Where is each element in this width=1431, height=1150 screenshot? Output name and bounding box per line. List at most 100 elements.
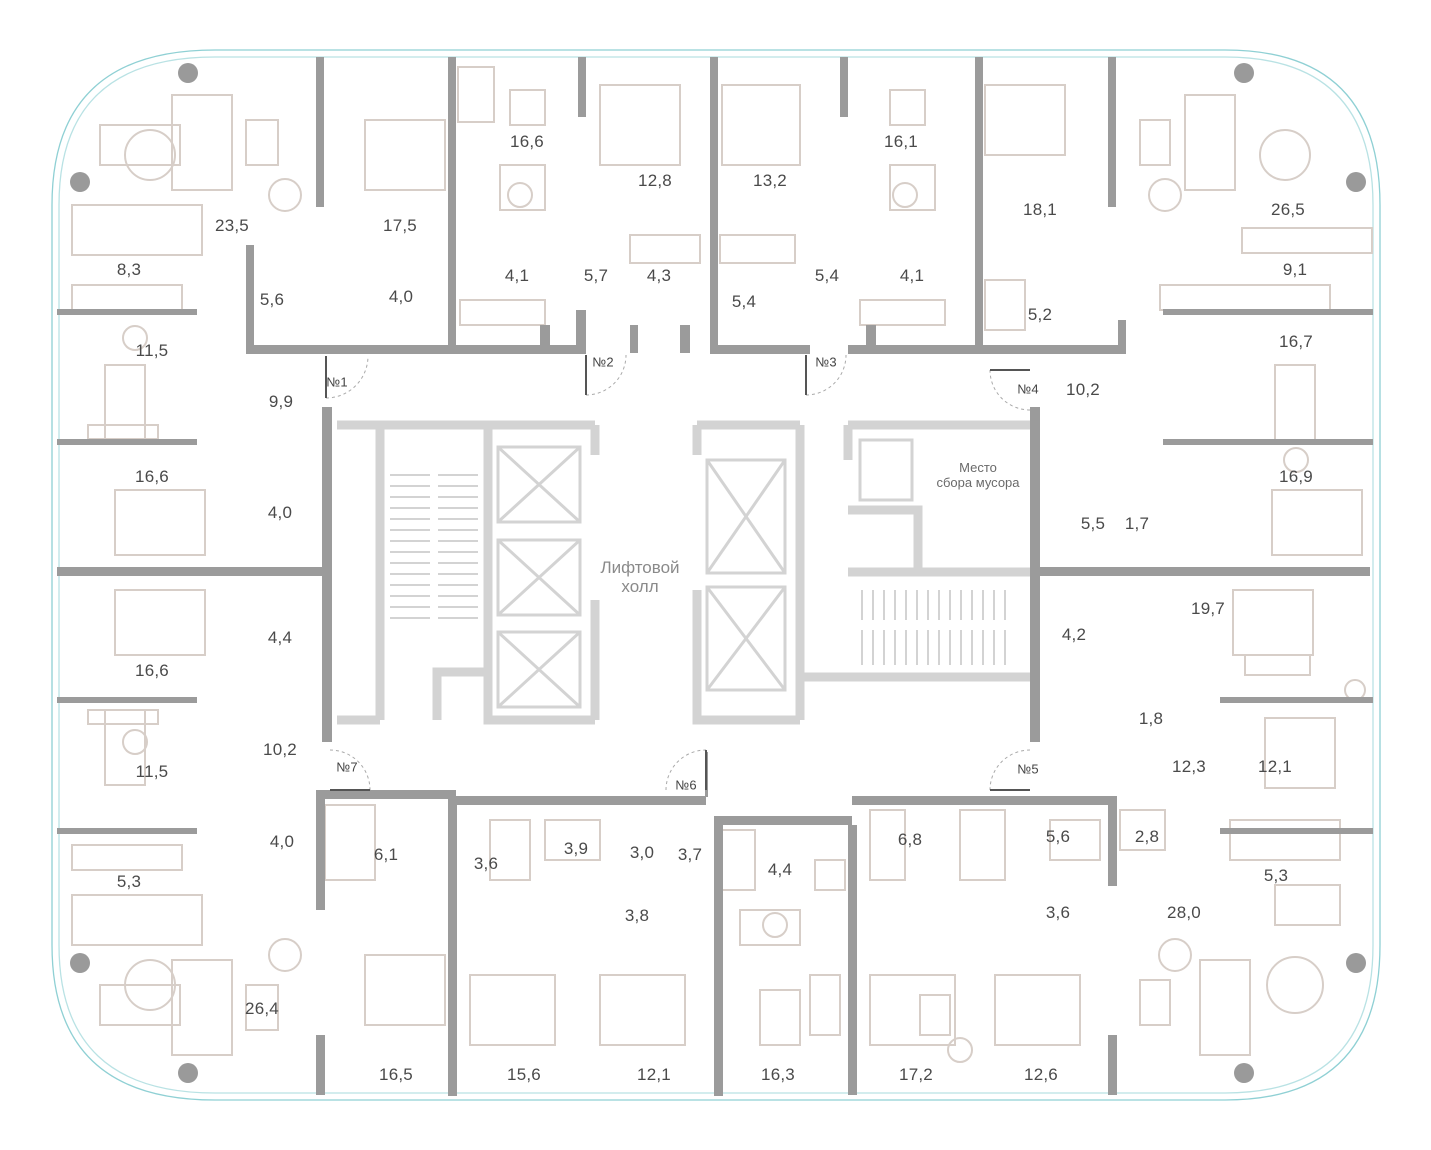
furniture-piece <box>1139 119 1171 166</box>
apartment-number-6: №6 <box>675 777 697 793</box>
room-area-label: 3,6 <box>473 854 499 873</box>
door-arcs <box>325 354 1031 791</box>
trash-label-line1: Место <box>959 460 997 475</box>
furniture-piece <box>509 89 546 126</box>
apartment-number-2: №2 <box>592 354 614 370</box>
furniture-piece <box>719 829 756 891</box>
room-area-label: 5,4 <box>731 292 757 311</box>
furniture-piece <box>1283 447 1309 473</box>
walls <box>57 57 1373 1096</box>
room-area-label: 23,5 <box>215 216 249 235</box>
furniture-piece <box>99 984 181 1026</box>
room-area-label: 4,2 <box>1061 625 1087 644</box>
furniture-piece <box>759 989 801 1046</box>
room-area-label: 16,6 <box>510 132 544 151</box>
furniture-piece <box>1199 959 1251 1056</box>
room-area-label: 26,4 <box>245 999 279 1018</box>
furniture-piece <box>1148 178 1182 212</box>
furniture-piece <box>1049 819 1101 861</box>
room-area-label: 11,5 <box>135 341 169 360</box>
room-area-label: 6,1 <box>373 845 399 864</box>
trash-label-line2: сбора мусора <box>936 475 1020 490</box>
room-area-label: 3,7 <box>677 845 703 864</box>
furniture-piece <box>364 954 446 1026</box>
furniture-piece <box>1274 364 1316 441</box>
room-area-label: 17,2 <box>899 1065 933 1084</box>
room-area-label: 4,0 <box>267 503 293 522</box>
furniture-piece <box>87 424 159 440</box>
furniture-piece <box>71 204 203 256</box>
furniture-piece <box>544 819 601 861</box>
room-area-label: 5,6 <box>1045 827 1071 846</box>
room-area-label: 5,2 <box>1027 305 1053 324</box>
furniture-piece <box>947 1037 973 1063</box>
furniture-piece <box>99 124 181 166</box>
room-area-label: 9,9 <box>268 392 294 411</box>
furniture-piece <box>457 66 495 123</box>
room-area-label: 5,7 <box>583 266 609 285</box>
furniture-piece <box>122 729 148 755</box>
room-area-label: 4,1 <box>504 266 530 285</box>
room-area-label: 11,5 <box>135 762 169 781</box>
room-area-label: 10,2 <box>1066 380 1100 399</box>
room-area-label: 5,5 <box>1080 514 1106 533</box>
room-area-label: 5,3 <box>1263 866 1289 885</box>
room-area-label: 3,9 <box>563 839 589 858</box>
room-area-label: 12,6 <box>1024 1065 1058 1084</box>
furniture-piece <box>124 129 176 181</box>
room-area-label: 12,3 <box>1172 757 1206 776</box>
room-area-label: 4,3 <box>646 266 672 285</box>
furniture-piece <box>599 84 681 166</box>
furniture-piece <box>364 119 446 191</box>
apartment-number-5: №5 <box>1017 761 1039 777</box>
core-thin <box>496 438 914 709</box>
room-area-label: 18,1 <box>1023 200 1057 219</box>
furniture-piece <box>114 589 206 656</box>
furniture-piece <box>919 994 951 1036</box>
furniture-piece <box>124 959 176 1011</box>
room-area-label: 17,5 <box>383 216 417 235</box>
apartment-number-1: №1 <box>326 374 348 390</box>
room-area-label: 1,8 <box>1138 709 1164 728</box>
elevator-hall-label: Лифтовой холл <box>600 558 679 596</box>
furniture-piece <box>869 974 956 1046</box>
facade-glass <box>51 49 1381 1101</box>
furniture-piece <box>1274 884 1341 926</box>
furniture-piece <box>459 299 546 326</box>
furniture-piece <box>245 119 279 166</box>
furniture-piece <box>721 84 801 166</box>
hall-label-line1: Лифтовой <box>600 558 680 577</box>
furniture-piece <box>889 164 936 211</box>
furniture-piece <box>984 84 1066 156</box>
furniture-piece <box>739 909 801 946</box>
room-area-label: 16,1 <box>884 132 918 151</box>
room-area-label: 28,0 <box>1167 903 1201 922</box>
furniture-piece <box>984 279 1026 331</box>
room-area-label: 26,5 <box>1271 200 1305 219</box>
room-area-label: 16,7 <box>1279 332 1313 351</box>
apartment-number-4: №4 <box>1017 381 1039 397</box>
furniture-piece <box>719 234 796 264</box>
furniture-piece <box>245 984 279 1031</box>
room-area-label: 15,6 <box>507 1065 541 1084</box>
columns <box>70 63 1366 1083</box>
room-area-label: 4,0 <box>388 287 414 306</box>
furniture-piece <box>268 178 302 212</box>
furniture-piece <box>1259 129 1311 181</box>
furniture-piece <box>171 959 233 1056</box>
room-area-label: 5,6 <box>259 290 285 309</box>
furniture-piece <box>1159 284 1331 311</box>
furniture-piece <box>1139 979 1171 1026</box>
furniture-piece <box>629 234 701 264</box>
furniture-piece <box>994 974 1081 1046</box>
room-area-label: 16,5 <box>379 1065 413 1084</box>
furniture-piece <box>1229 819 1341 861</box>
furniture-piece <box>1241 227 1373 254</box>
room-area-label: 12,8 <box>638 171 672 190</box>
room-area-label: 16,6 <box>135 661 169 680</box>
furniture-piece <box>599 974 686 1046</box>
furniture-piece <box>324 804 376 881</box>
trash-collection-label: Место сбора мусора <box>936 460 1019 490</box>
room-area-label: 1,7 <box>1124 514 1150 533</box>
